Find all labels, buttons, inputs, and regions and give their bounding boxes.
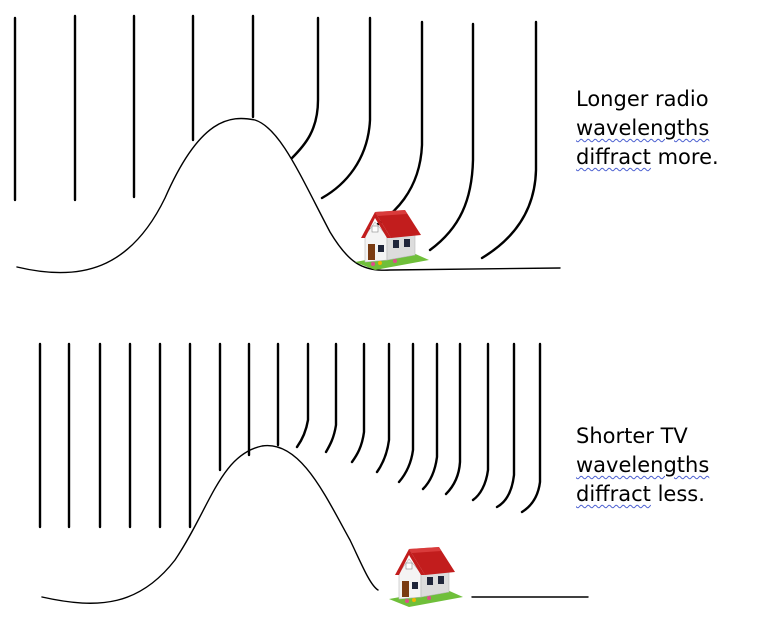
top-wavefronts-diffracted [290,16,538,260]
bottom-wavefronts-diffracted [295,342,542,514]
caption-line: Longer radio [576,87,709,111]
caption-line: diffract less. [576,480,709,509]
caption-word: diffract [576,482,651,506]
top-diagram [13,14,561,274]
house-icon [354,209,430,271]
top-wavefronts-straight [13,14,255,202]
caption-word: less. [650,482,705,506]
caption-line: diffract more. [576,143,719,172]
caption-line: wavelengths [576,453,710,477]
bottom-hill-profile [41,444,379,604]
caption-shorter-tv: Shorter TV wavelengths diffract less. [576,422,709,509]
caption-line: wavelengths [576,116,710,140]
caption-longer-radio: Longer radio wavelengths diffract more. [576,85,719,172]
caption-word: diffract [576,145,651,169]
top-hill-profile [16,117,561,274]
caption-word: more. [650,145,719,169]
bottom-wavefronts-straight [38,342,280,529]
house-icon [388,546,464,608]
caption-line: Shorter TV [576,424,688,448]
bottom-diagram [38,342,589,604]
